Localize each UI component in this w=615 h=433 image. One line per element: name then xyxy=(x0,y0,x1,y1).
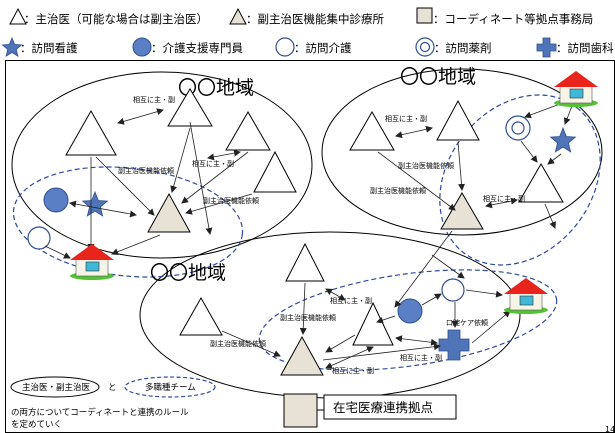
legend-label-primary-doctor: ：主治医（可能な場合は副主治医） xyxy=(24,12,208,26)
hub-group: 在宅医療連携拠点 xyxy=(283,393,457,428)
key-box: 主治医・副主治医 と 多職種チーム の両方についてコーディネートと連携のルール … xyxy=(10,376,216,430)
shaded-square-icon xyxy=(416,7,433,24)
doctor-triangle xyxy=(253,150,297,193)
oral-care-label: 口腔ケア依頼 xyxy=(446,318,488,327)
mutual-label: 相互に主・副 xyxy=(385,114,427,123)
home-care-circle xyxy=(27,226,51,250)
filled-circle-icon xyxy=(132,37,152,57)
left-region-arrows xyxy=(44,108,253,259)
legend: ：主治医（可能な場合は副主治医） ：副主治医機能集中診療所 ：コーディネート等拠… xyxy=(1,7,614,58)
request-label: 副主治医機能依頼 xyxy=(398,161,454,170)
right-region-arrows xyxy=(377,103,573,229)
hub-square xyxy=(283,393,318,428)
hub-label-box xyxy=(323,394,457,420)
doctor-triangle xyxy=(518,163,564,203)
doctor-triangle xyxy=(436,99,480,141)
doctor-triangle xyxy=(167,88,213,127)
doctor-triangle xyxy=(225,111,271,151)
legend-label-secondary-clinic: ：副主治医機能集中診療所 xyxy=(246,12,384,26)
home-care-circle xyxy=(441,278,465,302)
cross-icon xyxy=(536,37,557,58)
team-oval-bottom xyxy=(258,269,558,371)
mutual-label: 相互に主・副 xyxy=(400,353,442,362)
doctor-group-oval xyxy=(10,376,100,398)
region-bottom-title: 〇〇地域 xyxy=(150,262,226,284)
home-house-icon xyxy=(554,71,598,107)
mutual-label: 相互に主・副 xyxy=(192,159,234,168)
region-left-title: 〇〇地域 xyxy=(178,77,254,99)
region-right-oval xyxy=(321,68,603,236)
open-circle-icon xyxy=(275,37,295,57)
doctor-group-label: 主治医・副主治医 xyxy=(22,382,91,393)
doctor-triangle xyxy=(285,242,325,282)
request-label: 副主治医機能依頼 xyxy=(210,339,266,348)
visiting-nurse-star xyxy=(549,126,577,153)
mutual-label: 相互に主・副 xyxy=(483,194,525,203)
care-manager-circle xyxy=(397,298,423,324)
legend-label-visiting-dentist: ：訪問歯科 xyxy=(556,41,614,55)
doctor-triangle xyxy=(352,301,394,346)
request-label: 副主治医機能依頼 xyxy=(370,186,426,195)
mutual-label: 相互に主・副 xyxy=(330,296,372,305)
page-number: 14 xyxy=(605,425,615,433)
request-label: 副主治医機能依頼 xyxy=(118,166,174,175)
home-house-icon xyxy=(70,244,114,280)
outline-triangle-icon xyxy=(9,7,27,25)
request-label: 副主治医機能依頼 xyxy=(203,196,259,205)
hub-label: 在宅医療連携拠点 xyxy=(333,400,433,415)
care-manager-circle xyxy=(43,187,69,213)
shaded-triangle-icon xyxy=(229,7,247,25)
doctor-triangle xyxy=(179,296,223,336)
and-label: と xyxy=(108,383,117,393)
legend-label-coordination-office: ：コーディネート等拠点事務局 xyxy=(433,12,593,26)
doctor-triangle xyxy=(349,111,395,151)
note-line-2: を定めていく xyxy=(11,419,62,430)
secondary-clinic-triangle xyxy=(280,335,324,376)
doctor-triangle xyxy=(65,109,117,156)
star-icon xyxy=(1,36,23,57)
bottom-region-arrows xyxy=(221,282,511,369)
request-label: 副主治医機能依頼 xyxy=(280,313,336,322)
mutual-label: 相互に主・副 xyxy=(332,366,374,375)
team-oval-key xyxy=(124,376,216,398)
region-left-oval xyxy=(11,71,313,259)
home-house-icon xyxy=(504,278,548,314)
legend-label-visiting-nurse: ：訪問看護 xyxy=(20,41,78,55)
region-right-title: 〇〇地域 xyxy=(400,66,476,88)
visiting-nurse-star xyxy=(81,190,109,217)
secondary-clinic-triangle xyxy=(147,192,191,233)
secondary-clinic-triangle xyxy=(440,192,484,230)
legend-label-care-manager: ：介護支援専門員 xyxy=(151,41,243,55)
team-oval-left xyxy=(12,166,244,278)
visiting-dentist-cross xyxy=(438,329,470,361)
diagram-frame xyxy=(5,60,615,433)
team-label: 多職種チーム xyxy=(145,382,196,393)
mutual-label: 相互に主・副 xyxy=(133,95,175,104)
note-line-1: の両方についてコーディネートと連携のルール xyxy=(11,407,189,418)
cross-region-arrows xyxy=(189,121,465,308)
legend-label-home-care: ：訪問介護 xyxy=(294,41,352,55)
legend-label-visiting-pharmacy: ：訪問薬剤 xyxy=(434,41,492,55)
